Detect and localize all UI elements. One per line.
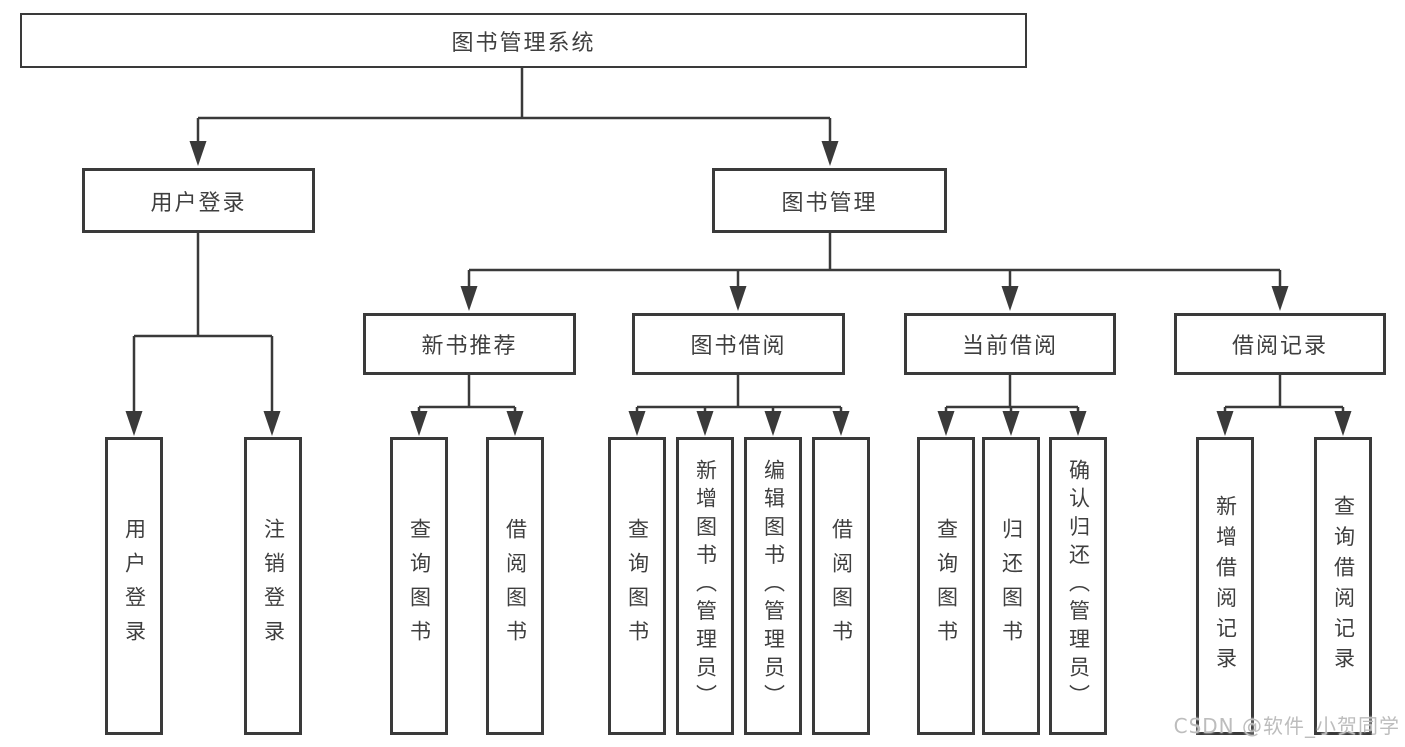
node-current-borrow-label: 当前借阅: [961, 334, 1058, 359]
leaf-borrow-books: 借阅图书: [812, 437, 870, 735]
leaf-query-books-current: 查询图书: [917, 437, 975, 735]
connector-new-book: [417, 375, 517, 416]
arrow-down-icon: [263, 411, 281, 436]
node-root: 图书管理系统: [20, 13, 1027, 68]
connector-user-login: [132, 233, 274, 416]
node-book-management-label: 图书管理: [781, 190, 878, 216]
leaf-return-book: 归还图书: [982, 437, 1040, 735]
node-new-book-recommend-label: 新书推荐: [421, 334, 518, 359]
node-user-login-label: 用户登录: [150, 190, 247, 216]
node-user-login: 用户登录: [82, 168, 315, 233]
leaf-query-books-current-label: 查询图书: [934, 517, 959, 655]
arrow-down-icon: [821, 141, 839, 166]
arrow-down-icon: [696, 411, 714, 436]
leaf-logout: 注销登录: [244, 437, 302, 735]
leaf-query-books-recommend: 查询图书: [390, 437, 448, 735]
arrow-down-icon: [410, 411, 428, 436]
node-book-borrow: 图书借阅: [632, 313, 845, 375]
arrow-down-icon: [1334, 411, 1352, 436]
node-current-borrow: 当前借阅: [904, 313, 1116, 375]
arrow-down-icon: [460, 286, 478, 311]
arrow-down-icon: [937, 411, 955, 436]
arrow-down-icon: [628, 411, 646, 436]
arrow-down-icon: [1216, 411, 1234, 436]
node-root-label: 图书管理系统: [451, 30, 596, 56]
arrow-down-icon: [189, 141, 207, 166]
node-borrow-record-label: 借阅记录: [1231, 334, 1328, 359]
connector-borrow-record: [1223, 375, 1345, 416]
leaf-user-login: 用户登录: [105, 437, 163, 735]
arrowhead-icons: [125, 141, 1352, 436]
leaf-query-borrow-record: 查询借阅记录: [1314, 437, 1372, 735]
leaf-confirm-return-admin-label: 确认归还（管理员）: [1066, 459, 1091, 713]
leaf-confirm-return-admin: 确认归还（管理员）: [1049, 437, 1107, 735]
leaf-query-books-recommend-label: 查询图书: [407, 517, 432, 655]
arrow-down-icon: [1069, 411, 1087, 436]
arrow-down-icon: [729, 286, 747, 311]
node-borrow-record: 借阅记录: [1174, 313, 1386, 375]
arrow-down-icon: [506, 411, 524, 436]
leaf-add-book-admin-label: 新增图书（管理员）: [693, 459, 718, 713]
arrow-down-icon: [125, 411, 143, 436]
node-book-management: 图书管理: [712, 168, 947, 233]
node-new-book-recommend: 新书推荐: [363, 313, 576, 375]
leaf-return-book-label: 归还图书: [999, 517, 1024, 655]
arrow-down-icon: [1002, 411, 1020, 436]
connector-book-management: [467, 233, 1282, 288]
leaf-query-books-borrow: 查询图书: [608, 437, 666, 735]
arrow-down-icon: [1271, 286, 1289, 311]
connector-current-borrow: [944, 375, 1080, 416]
leaf-borrow-books-recommend-label: 借阅图书: [503, 517, 528, 655]
leaf-borrow-books-recommend: 借阅图书: [486, 437, 544, 735]
leaf-add-book-admin: 新增图书（管理员）: [676, 437, 734, 735]
arrow-down-icon: [764, 411, 782, 436]
leaf-edit-book-admin: 编辑图书（管理员）: [744, 437, 802, 735]
leaf-query-books-borrow-label: 查询图书: [625, 517, 650, 655]
leaf-borrow-books-label: 借阅图书: [829, 517, 854, 655]
csdn-watermark: CSDN @软件_小贺同学: [1173, 714, 1400, 738]
node-book-borrow-label: 图书借阅: [690, 334, 787, 359]
leaf-logout-label: 注销登录: [261, 517, 286, 655]
connector-root: [196, 68, 832, 146]
leaf-edit-book-admin-label: 编辑图书（管理员）: [761, 459, 786, 713]
arrow-down-icon: [1001, 286, 1019, 311]
arrow-down-icon: [832, 411, 850, 436]
leaf-query-borrow-record-label: 查询借阅记录: [1331, 494, 1356, 678]
leaf-add-borrow-record: 新增借阅记录: [1196, 437, 1254, 735]
leaf-add-borrow-record-label: 新增借阅记录: [1213, 494, 1238, 678]
connector-book-borrow: [635, 375, 843, 416]
leaf-user-login-label: 用户登录: [122, 517, 147, 655]
